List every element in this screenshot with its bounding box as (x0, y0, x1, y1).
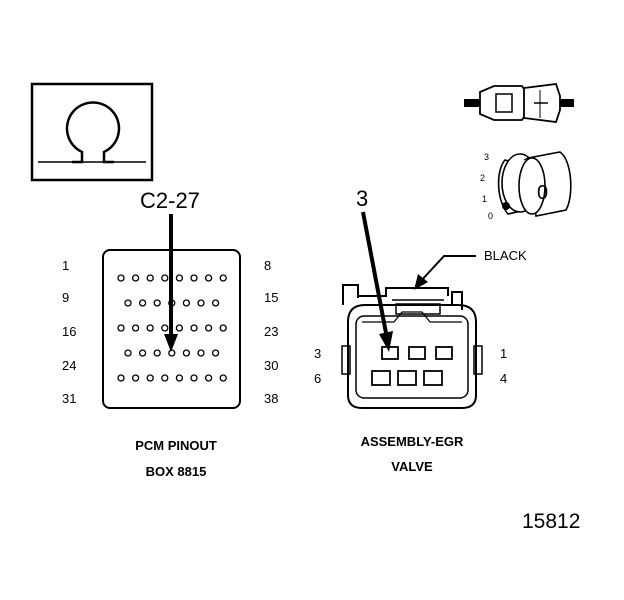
wire-color-label: BLACK (484, 248, 527, 263)
pcm-pin (146, 324, 154, 332)
pcm-pin (204, 274, 213, 282)
black-wire-leader (414, 255, 476, 290)
figure-number: 15812 (522, 510, 580, 533)
meter-probe-connector-icon (464, 83, 574, 123)
pcm-pin (190, 324, 198, 332)
pcm-row2-end: 15 (264, 290, 278, 305)
egr-pin-1-label: 1 (500, 346, 507, 361)
pcm-pin (161, 374, 169, 382)
pcm-pin-grid (117, 274, 227, 382)
pcm-pin (146, 274, 154, 282)
dial-scale-2: 2 (480, 173, 485, 183)
egr-title-line2: VALVE (391, 459, 433, 474)
pcm-pin (138, 349, 147, 357)
pcm-pin (153, 349, 161, 357)
pcm-pin (219, 274, 227, 282)
egr-callout-label: 3 (356, 186, 368, 211)
pcm-title-line1: PCM PINOUT (135, 438, 217, 453)
egr-callout-arrow (361, 211, 393, 352)
pcm-pin (182, 299, 191, 307)
pcm-pin (117, 374, 125, 382)
pcm-pin (131, 274, 140, 282)
dial-scale-0: 0 (488, 211, 493, 221)
selector-dial-icon: 3 2 1 0 0 (480, 151, 572, 221)
pcm-row5-start: 31 (62, 391, 76, 406)
pcm-pin (175, 374, 184, 382)
pcm-row1-end: 8 (264, 258, 271, 273)
egr-pin-6-label: 6 (314, 371, 321, 386)
egr-pin-4-label: 4 (500, 371, 507, 386)
pcm-pin (182, 349, 191, 357)
pcm-callout-arrow (164, 214, 178, 352)
pcm-pin (211, 349, 220, 357)
pcm-row2-start: 9 (62, 290, 69, 305)
pcm-pin (211, 299, 220, 307)
pcm-callout-label: C2-27 (140, 188, 200, 213)
pcm-pin (124, 299, 132, 307)
pcm-pin (131, 324, 140, 332)
pcm-pin (204, 374, 213, 382)
pcm-pin (161, 274, 169, 282)
dial-scale-3: 3 (484, 152, 489, 162)
egr-title-line1: ASSEMBLY-EGR (361, 434, 464, 449)
pcm-title-line2: BOX 8815 (146, 464, 207, 479)
pcm-pin (190, 374, 198, 382)
pcm-row5-end: 38 (264, 391, 278, 406)
pcm-pin (219, 324, 227, 332)
dial-value: 0 (537, 182, 548, 204)
pcm-pin (175, 274, 184, 282)
pcm-pin (146, 374, 154, 382)
pcm-pin (175, 324, 184, 332)
pcm-pin (153, 299, 161, 307)
pcm-pin (190, 274, 198, 282)
pcm-row4-end: 30 (264, 358, 278, 373)
egr-valve-connector (341, 284, 483, 409)
pcm-pin (131, 374, 140, 382)
pcm-row4-start: 24 (62, 358, 76, 373)
pcm-pin (117, 274, 125, 282)
pcm-row3-end: 23 (264, 324, 278, 339)
pcm-pin (197, 299, 205, 307)
pcm-row1-start: 1 (62, 258, 69, 273)
ohmmeter-symbol (30, 82, 154, 182)
pcm-pin (204, 324, 213, 332)
pcm-pin (168, 349, 176, 357)
pcm-pin (124, 349, 132, 357)
pcm-pin (117, 324, 125, 332)
egr-pin-3-label: 3 (314, 346, 321, 361)
dial-scale-1: 1 (482, 194, 487, 204)
pcm-row3-start: 16 (62, 324, 76, 339)
pcm-pin (161, 324, 169, 332)
pcm-pin (219, 374, 227, 382)
pcm-pin (197, 349, 205, 357)
pcm-pin (138, 299, 147, 307)
